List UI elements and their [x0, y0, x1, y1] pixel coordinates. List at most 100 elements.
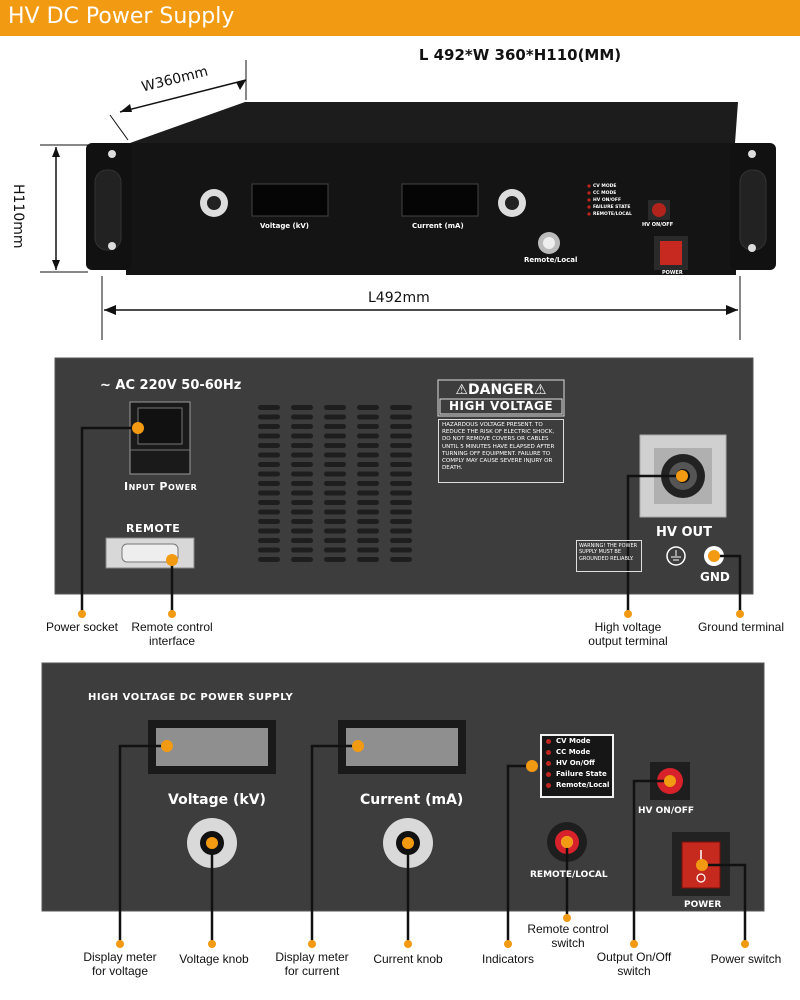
indicator-item: Remote/Local — [542, 780, 612, 791]
vent-slot — [258, 500, 280, 505]
vent-slot — [324, 500, 346, 505]
vent-slot — [357, 547, 379, 553]
vent-slot — [291, 452, 313, 458]
vent-slot — [324, 547, 346, 553]
top-hv-onoff-button — [652, 203, 666, 217]
chassis-top — [130, 102, 738, 143]
vent-slot — [390, 424, 412, 429]
vent-slot — [324, 528, 346, 534]
vent-slot — [390, 528, 412, 534]
vent-slot — [324, 481, 346, 486]
danger-text: DANGER — [467, 382, 534, 398]
input-power-label: Input Power — [124, 480, 198, 493]
vent-slot — [258, 443, 280, 448]
vent-slot — [357, 490, 379, 496]
height-dimension-label: H110mm — [10, 184, 26, 249]
vent-slot — [390, 471, 412, 477]
vent-slot — [390, 405, 412, 410]
vent-slot — [324, 424, 346, 429]
hv-out-label: HV OUT — [656, 525, 712, 540]
vent-slot — [324, 452, 346, 458]
vent-slot — [390, 500, 412, 505]
indicator-item: CV Mode — [542, 736, 612, 747]
output-switch-callout: Output On/Off switch — [596, 950, 672, 978]
vent-slot — [357, 405, 379, 410]
vent-slot — [291, 519, 313, 524]
indicator-panel: CV Mode CC Mode HV On/Off Failure State … — [540, 734, 614, 798]
top-power-switch — [660, 241, 682, 265]
vent-slot — [390, 462, 412, 467]
power-label: POWER — [684, 900, 722, 910]
vent-slot — [324, 557, 346, 562]
vent-slot — [390, 509, 412, 515]
vent-slot — [390, 557, 412, 562]
vent-slot — [291, 528, 313, 534]
ground-warning-text: WARNING! THE POWER SUPPLY MUST BE GROUND… — [576, 540, 642, 572]
vent-slot — [291, 557, 313, 562]
top-voltage-display — [251, 183, 329, 217]
gnd-label: GND — [700, 570, 730, 584]
top-hv-onoff-label: HV ON/OFF — [642, 222, 674, 228]
indicator-item: HV On/Off — [542, 758, 612, 769]
top-remote-local-label: Remote/Local — [524, 256, 578, 264]
vent-slot — [258, 557, 280, 562]
vent-slot — [357, 519, 379, 524]
danger-label: ⚠DANGER⚠ — [440, 381, 562, 399]
vent-slot — [258, 538, 280, 543]
vent-slot — [291, 481, 313, 486]
vent-slot — [324, 462, 346, 467]
length-dimension-label: L492mm — [368, 290, 430, 306]
vent-slot — [258, 481, 280, 486]
ac-input-label: ∼ AC 220V 50-60Hz — [100, 378, 241, 393]
vent-slot — [291, 443, 313, 448]
vent-slot — [357, 462, 379, 467]
top-indicator: REMOTE/LOCAL — [593, 212, 632, 217]
vent-slot — [324, 471, 346, 477]
ground-symbol-icon — [666, 546, 686, 566]
power-switch-callout: Power switch — [710, 952, 782, 966]
vent-slot — [324, 433, 346, 439]
warning-triangle-icon: ⚠ — [455, 382, 468, 398]
top-power-label: POWER — [662, 270, 683, 276]
vent-slot — [291, 538, 313, 543]
power-socket-callout: Power socket — [45, 620, 119, 634]
vent-slot — [357, 414, 379, 420]
vent-slot — [357, 471, 379, 477]
indicator-item: CC Mode — [542, 747, 612, 758]
vent-slot — [357, 424, 379, 429]
vent-slot — [390, 452, 412, 458]
indicator-item: Failure State — [542, 769, 612, 780]
vent-slot — [258, 509, 280, 515]
remote-interface-callout: Remote control interface — [131, 620, 213, 648]
vent-grid — [258, 405, 412, 562]
remote-label: REMOTE — [126, 522, 181, 535]
high-voltage-label: HIGH VOLTAGE — [448, 399, 554, 413]
vent-slot — [291, 462, 313, 467]
vent-slot — [357, 481, 379, 486]
vent-slot — [258, 528, 280, 534]
vent-slot — [357, 433, 379, 439]
vent-slot — [357, 443, 379, 448]
vent-slot — [291, 405, 313, 410]
vent-slot — [324, 538, 346, 543]
top-indicator: HV ON/OFF — [593, 198, 622, 203]
vent-slot — [291, 547, 313, 553]
vent-slot — [390, 519, 412, 524]
vent-slot — [324, 414, 346, 420]
display-voltage-callout: Display meter for voltage — [83, 950, 157, 978]
current-label: Current (mA) — [360, 792, 464, 808]
vent-slot — [258, 452, 280, 458]
vent-slot — [357, 538, 379, 543]
vent-slot — [291, 471, 313, 477]
vent-slot — [324, 519, 346, 524]
title-bar: HV DC Power Supply — [0, 0, 800, 36]
vent-slot — [258, 490, 280, 496]
voltage-label: Voltage (kV) — [168, 792, 266, 808]
vent-slot — [357, 557, 379, 562]
vent-slot — [291, 414, 313, 420]
vent-slot — [324, 443, 346, 448]
remote-switch-callout: Remote control switch — [527, 922, 609, 950]
top-indicator: FAILURE STATE — [593, 205, 631, 210]
ground-terminal-callout: Ground terminal — [697, 620, 785, 634]
top-indicator: CC MODE — [593, 191, 617, 196]
